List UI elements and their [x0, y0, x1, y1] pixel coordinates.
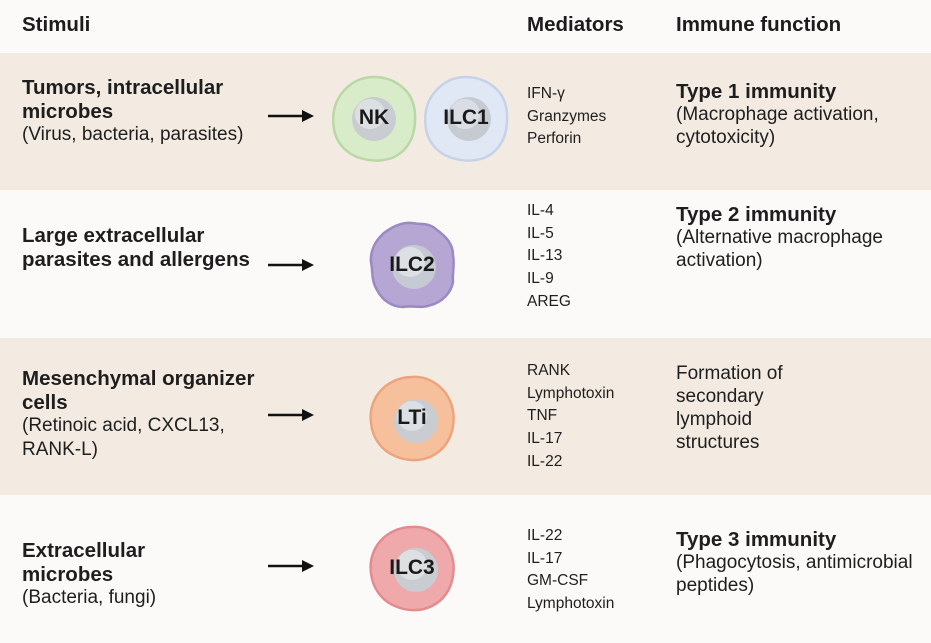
mediators-list: RANK Lymphotoxin TNF IL-17 IL-22	[527, 360, 614, 474]
cell-nk: NK	[330, 74, 418, 162]
mediators-list: IL-22 IL-17 GM-CSF Lymphotoxin	[527, 525, 614, 616]
mediator: Perforin	[527, 130, 582, 148]
mediator: AREG	[527, 292, 571, 310]
stimulus-title: Tumors, intracellular microbes	[22, 76, 224, 123]
stimulus-title: Large extracellular parasites and allerg…	[22, 224, 250, 271]
mediator: IL-22	[527, 452, 563, 470]
mediator: Granzymes	[527, 107, 607, 125]
mediator: IL-9	[527, 270, 554, 288]
stimulus-subtitle: (Virus, bacteria, parasites)	[22, 124, 244, 145]
function-description: (Alternative macrophage activation)	[676, 227, 883, 271]
cell-ilc1: ILC1	[422, 74, 510, 162]
arrow-icon	[268, 409, 314, 421]
stimulus-title: Mesenchymal organizer cells	[22, 367, 255, 414]
mediator: IL-13	[527, 247, 563, 265]
header-mediators: Mediators	[527, 13, 624, 36]
arrow-icon	[268, 259, 314, 271]
mediators-list: IFN-γ Granzymes Perforin	[527, 83, 606, 151]
function-description: (Macrophage activation, cytotoxicity)	[676, 104, 879, 148]
cell-label: ILC1	[443, 106, 489, 129]
arrow-icon	[268, 110, 314, 122]
mediator: IL-22	[527, 527, 563, 544]
cell-lti: LTi	[368, 374, 456, 462]
row-type3: Extracellular microbes (Bacteria, fungi)…	[0, 495, 931, 643]
cell-ilc2: ILC2	[368, 221, 456, 309]
arrow-icon	[268, 560, 314, 572]
stimulus: Large extracellular parasites and allerg…	[22, 224, 272, 271]
row-lti: Mesenchymal organizer cells (Retinoic ac…	[0, 338, 931, 495]
mediator: TNF	[527, 407, 558, 425]
stimulus-subtitle: (Bacteria, fungi)	[22, 587, 157, 608]
row-type1: Tumors, intracellular microbes (Virus, b…	[0, 53, 931, 190]
stimulus: Tumors, intracellular microbes (Virus, b…	[22, 76, 272, 147]
function-description: Formation of secondary lymphoid structur…	[676, 363, 783, 453]
mediator: IFN-γ	[527, 85, 565, 102]
mediators-list: IL-4 IL-5 IL-13 IL-9 AREG	[527, 200, 571, 314]
cell-label: ILC3	[389, 556, 435, 579]
mediator: IL-5	[527, 224, 554, 242]
function-title: Type 3 immunity	[676, 528, 837, 551]
mediator: IL-17	[527, 430, 563, 448]
stimulus-subtitle: (Retinoic acid, CXCL13, RANK-L)	[22, 415, 225, 460]
function-description: (Phagocytosis, antimicrobial peptides)	[676, 552, 913, 596]
immune-function: Type 3 immunity (Phagocytosis, antimicro…	[676, 528, 926, 597]
stimulus: Extracellular microbes (Bacteria, fungi)	[22, 539, 272, 610]
header-stimuli: Stimuli	[22, 13, 91, 36]
mediator: IL-4	[527, 202, 554, 219]
immune-function: Type 2 immunity (Alternative macrophage …	[676, 203, 926, 272]
stimulus-title: Extracellular microbes	[22, 539, 146, 586]
function-title: Type 1 immunity	[676, 80, 837, 103]
mediator: Lymphotoxin	[527, 595, 615, 613]
cell-label: NK	[358, 106, 390, 129]
immune-function: Formation of secondary lymphoid structur…	[676, 362, 826, 454]
mediator: Lymphotoxin	[527, 384, 615, 402]
cell-ilc3: ILC3	[368, 524, 456, 612]
cell-label: ILC2	[389, 253, 435, 276]
function-title: Type 2 immunity	[676, 203, 837, 226]
header-immune-function: Immune function	[676, 13, 842, 36]
stimulus: Mesenchymal organizer cells (Retinoic ac…	[22, 367, 272, 461]
immune-function: Type 1 immunity (Macrophage activation, …	[676, 80, 926, 149]
row-type2: Large extracellular parasites and allerg…	[0, 190, 931, 338]
mediator: RANK	[527, 362, 571, 379]
cell-label: LTi	[397, 406, 427, 429]
mediator: GM-CSF	[527, 572, 589, 590]
mediator: IL-17	[527, 549, 563, 567]
